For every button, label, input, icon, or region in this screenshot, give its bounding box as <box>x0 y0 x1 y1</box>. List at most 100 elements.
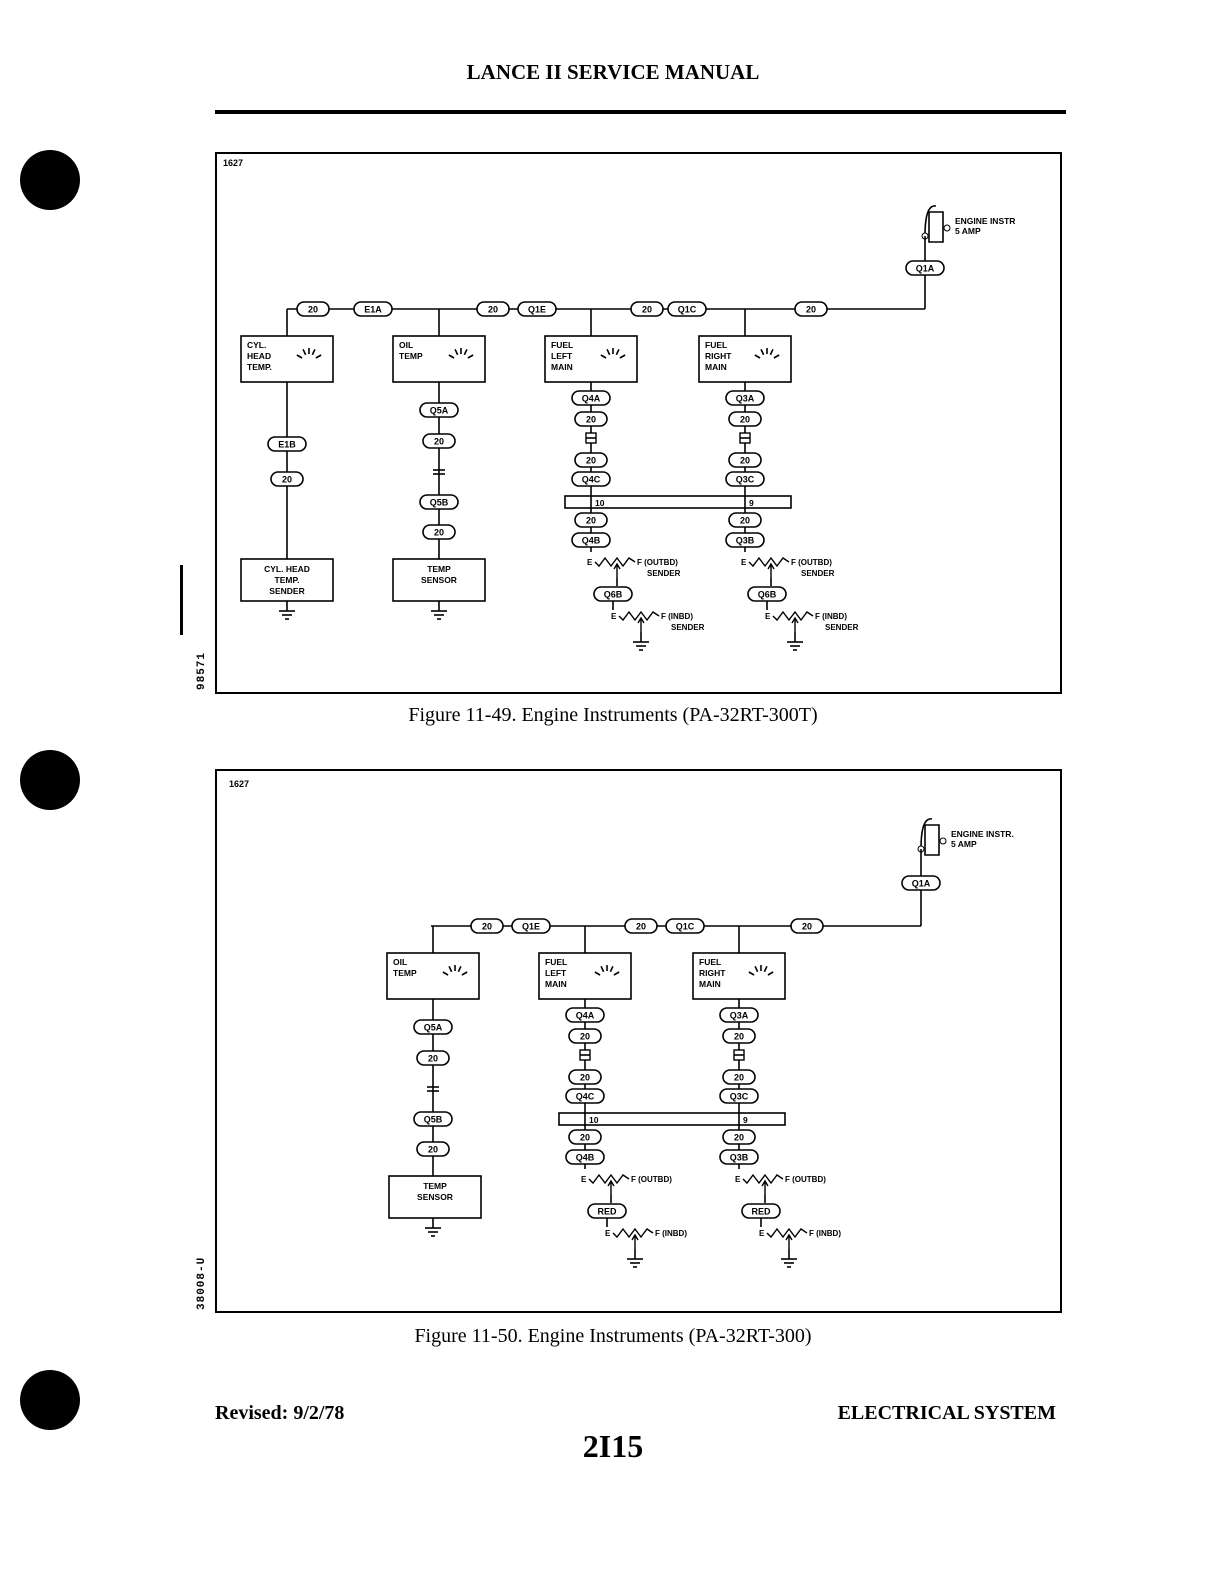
sender-terminal-label: E <box>759 1229 765 1238</box>
sensor-label: SENDER <box>269 586 304 596</box>
dial-tick <box>311 348 316 356</box>
cyl-head-temp-sender <box>240 558 334 602</box>
figure-1-side-code: 98571 <box>196 651 208 690</box>
wire-label: Q5A <box>430 406 449 416</box>
gauge-3 <box>544 335 638 383</box>
revision-date: Revised: 9/2/78 <box>215 1402 345 1424</box>
sender-label: F (INBD) <box>815 612 847 621</box>
sensor-label: TEMP. <box>275 575 300 585</box>
wire-tag <box>568 1069 602 1085</box>
sender-terminal-label: E <box>605 1229 611 1238</box>
wire-label: 20 <box>806 305 816 315</box>
wire-label: Q1A <box>916 264 935 274</box>
wire-label: E1B <box>278 440 296 450</box>
binder-hole-middle <box>20 750 80 810</box>
gauge-label: MAIN <box>705 362 727 372</box>
wire-tag <box>719 1149 759 1165</box>
gauge-label: OIL <box>399 340 413 350</box>
figure-1-caption: Figure 11-49. Engine Instruments (PA-32R… <box>408 704 818 726</box>
wire-tag <box>574 512 608 528</box>
sensor-label: TEMP <box>427 564 451 574</box>
sender-label: SENDER <box>801 569 835 578</box>
sender-terminal-label: E <box>587 558 593 567</box>
sender-resistor-icon <box>588 1173 630 1185</box>
gauge-label: TEMP <box>399 351 423 361</box>
wire-label: Q3A <box>730 1011 749 1021</box>
wire-tag <box>419 402 459 418</box>
dial-tick <box>606 348 611 356</box>
sender-label: SENDER <box>647 569 681 578</box>
wire-label: Q5B <box>430 498 449 508</box>
wire-tag <box>422 524 456 540</box>
wire-tag <box>665 918 705 934</box>
gauge-label: LEFT <box>551 351 573 361</box>
margin-change-bar <box>180 565 183 635</box>
figure-2-caption: Figure 11-50. Engine Instruments (PA-32R… <box>414 1325 812 1347</box>
wire-tag <box>728 512 762 528</box>
panel-code: 1627 <box>223 158 243 168</box>
gauge-label: HEAD <box>247 351 271 361</box>
wire-label: Q6B <box>604 590 623 600</box>
dial-tick <box>760 348 765 356</box>
wire-label: 20 <box>734 1133 744 1143</box>
sender-label: SENDER <box>825 623 859 632</box>
wire-label: Q3C <box>736 475 755 485</box>
wire-label: Q3C <box>730 1092 749 1102</box>
wire-label: 20 <box>580 1073 590 1083</box>
wire-tag <box>517 301 557 317</box>
breaker-arc <box>924 205 937 237</box>
gauge-label: MAIN <box>699 979 721 989</box>
breaker-label: 5 AMP <box>955 226 981 236</box>
wire-label: 20 <box>802 922 812 932</box>
wire-tag <box>353 301 393 317</box>
wire-tag <box>719 1088 759 1104</box>
dial-tick <box>457 965 462 973</box>
dial-tick <box>609 965 614 973</box>
wire-tag <box>901 875 941 891</box>
dial-tick <box>754 354 761 359</box>
wire-label: Q3B <box>736 536 755 546</box>
wire-label: Q3A <box>736 394 755 404</box>
sender-label: F (INBD) <box>655 1229 687 1238</box>
sender-label: F (OUTBD) <box>637 558 678 567</box>
wire-tag <box>571 471 611 487</box>
sender-label: SENDER <box>671 623 705 632</box>
wire-label: Q1A <box>912 879 931 889</box>
gauge-label: RIGHT <box>705 351 732 361</box>
wire-label: Q1C <box>676 922 695 932</box>
sender-terminal-label: E <box>765 612 771 621</box>
breaker-label: 5 AMP <box>951 839 977 849</box>
dial-tick <box>454 348 459 356</box>
wire-label: 20 <box>580 1032 590 1042</box>
wire-label: Q4B <box>576 1153 595 1163</box>
wire-tag <box>267 436 307 452</box>
gauge-label: MAIN <box>551 362 573 372</box>
sender-resistor-icon <box>618 610 660 622</box>
wire-tag <box>565 1149 605 1165</box>
wire-tag <box>565 1007 605 1023</box>
figure-2-side-code: 38008-U <box>196 1256 208 1310</box>
wire-label: 20 <box>428 1054 438 1064</box>
wire-label: 20 <box>734 1073 744 1083</box>
dial-tick <box>442 971 449 976</box>
wiper-arrow-icon <box>613 562 621 578</box>
dial-tick <box>448 965 453 973</box>
gauge-label: OIL <box>393 957 407 967</box>
wire-tag <box>905 260 945 276</box>
wire-label: 20 <box>482 922 492 932</box>
connector-pin-label: 9 <box>749 498 754 508</box>
connector-bar <box>564 495 792 509</box>
connector-pin-label: 10 <box>589 1115 599 1125</box>
wiper-arrow-icon <box>761 1179 769 1195</box>
dial-tick <box>615 348 620 356</box>
wire-label: 20 <box>434 437 444 447</box>
wire-tag <box>476 301 510 317</box>
gauge-label: LEFT <box>545 968 567 978</box>
wire-tag <box>725 390 765 406</box>
wiper-arrow-icon <box>785 1233 793 1249</box>
terminal <box>943 224 951 232</box>
wire-tag <box>413 1111 453 1127</box>
